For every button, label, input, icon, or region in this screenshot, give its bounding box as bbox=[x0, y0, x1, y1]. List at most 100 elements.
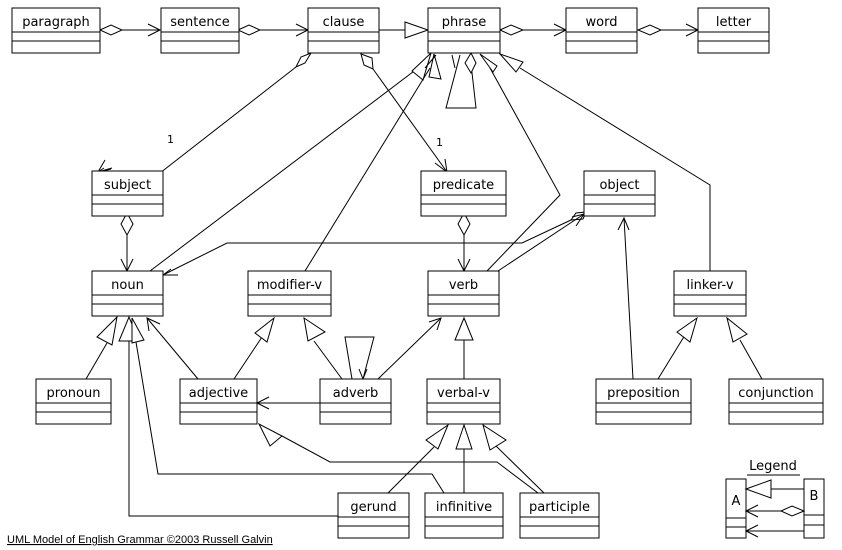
class-box-frame bbox=[319, 378, 392, 425]
generalization-triangle-icon bbox=[482, 423, 507, 451]
class-box-verb: verb bbox=[427, 270, 500, 317]
generalization-triangle-icon bbox=[479, 53, 498, 73]
class-name: modifier-v bbox=[257, 278, 323, 293]
legend-open-arrow-icon bbox=[744, 504, 759, 518]
class-name: adverb bbox=[333, 386, 379, 401]
multiplicity-clause-predicate: 1 bbox=[436, 136, 443, 149]
multiplicity-clause-subject: 1 bbox=[167, 133, 174, 146]
class-name: verb bbox=[449, 278, 478, 293]
class-name: linker-v bbox=[686, 278, 733, 293]
generalization-triangle-icon bbox=[498, 52, 524, 73]
edge-preposition-object bbox=[623, 217, 634, 380]
class-box-pronoun: pronoun bbox=[35, 378, 112, 425]
legend-generalization-triangle-icon bbox=[744, 479, 772, 499]
class-box-conjunction: conjunction bbox=[728, 378, 824, 425]
edge-phrase-self bbox=[445, 54, 477, 109]
class-name: clause bbox=[323, 15, 365, 30]
generalization-triangle-icon bbox=[254, 316, 275, 343]
legend-open-arrow-icon bbox=[744, 524, 759, 538]
class-box-sentence: sentence bbox=[160, 7, 240, 54]
generalization-triangle-icon bbox=[131, 317, 145, 344]
aggregation-diamond-icon bbox=[98, 24, 124, 36]
class-name: conjunction bbox=[738, 386, 813, 401]
generalization-triangle-icon bbox=[726, 316, 748, 343]
class-box-frame bbox=[11, 7, 101, 54]
class-box-frame bbox=[427, 270, 500, 317]
edge-adverb-self bbox=[344, 336, 375, 380]
class-box-frame bbox=[91, 270, 164, 317]
class-box-frame bbox=[307, 7, 380, 54]
class-name: pronoun bbox=[47, 386, 101, 401]
class-name: subject bbox=[104, 178, 151, 193]
aggregation-diamond-icon bbox=[294, 51, 313, 69]
class-box-frame bbox=[337, 492, 410, 539]
edge-linker-phrase bbox=[519, 67, 711, 271]
class-box-word: word bbox=[565, 7, 638, 54]
edge-adjective-modifier bbox=[233, 336, 263, 380]
class-box-modifier-v: modifier-v bbox=[247, 270, 332, 317]
aggregation-diamond-icon bbox=[360, 53, 374, 70]
class-box-frame bbox=[519, 492, 600, 539]
open-arrow-icon bbox=[147, 23, 162, 37]
class-box-predicate: predicate bbox=[420, 170, 507, 217]
generalization-triangle-icon bbox=[428, 53, 442, 80]
class-box-adverb: adverb bbox=[319, 378, 392, 425]
class-box-frame bbox=[160, 7, 240, 54]
class-box-infinitive: infinitive bbox=[424, 492, 504, 539]
generalization-triangle-icon bbox=[454, 316, 474, 341]
legend-label-a: A bbox=[732, 494, 741, 509]
edge-conjunction-linker bbox=[739, 339, 763, 380]
edge-clause-subject bbox=[159, 66, 297, 174]
aggregation-diamond-icon bbox=[236, 24, 262, 36]
edge-verb-phrase bbox=[486, 67, 561, 272]
class-box-frame bbox=[420, 170, 507, 217]
class-name: letter bbox=[716, 15, 752, 30]
edge-participle-adjective bbox=[281, 435, 539, 494]
class-box-subject: subject bbox=[91, 170, 164, 217]
class-box-paragraph: paragraph bbox=[11, 7, 101, 54]
class-box-frame bbox=[424, 492, 504, 539]
open-arrow-icon bbox=[617, 216, 630, 231]
class-box-gerund: gerund bbox=[337, 492, 410, 539]
class-name: adjective bbox=[189, 386, 248, 401]
edge-noun-phrase bbox=[149, 61, 427, 272]
relationship-lines bbox=[85, 21, 763, 517]
class-name: verbal-v bbox=[437, 386, 490, 401]
class-box-frame bbox=[179, 378, 258, 425]
class-box-participle: participle bbox=[519, 492, 600, 539]
edge-clause-predicate bbox=[372, 68, 448, 173]
edge-object-noun bbox=[164, 219, 572, 275]
edge-phrase-aux bbox=[424, 54, 437, 69]
class-box-noun: noun bbox=[91, 270, 164, 317]
diagram-caption: UML Model of English Grammar ©2003 Russe… bbox=[7, 534, 273, 546]
aggregation-diamond-icon bbox=[120, 211, 134, 237]
generalization-triangle-icon bbox=[676, 316, 698, 343]
class-box-frame bbox=[426, 378, 501, 425]
aggregation-diamond-icon bbox=[464, 51, 477, 75]
class-box-clause: clause bbox=[307, 7, 380, 54]
legend-class-a bbox=[725, 478, 747, 539]
edge-adverb-modifier bbox=[313, 340, 343, 380]
class-name: sentence bbox=[170, 15, 230, 30]
aggregation-diamond-icon bbox=[498, 24, 525, 36]
class-box-frame bbox=[565, 7, 638, 54]
legend-aggregation-diamond-icon bbox=[779, 505, 806, 517]
generalization-triangle-icon bbox=[425, 423, 450, 450]
class-box-preposition: preposition bbox=[595, 378, 692, 425]
class-box-frame bbox=[583, 170, 656, 217]
class-box-frame bbox=[728, 378, 824, 425]
class-box-phrase: phrase bbox=[427, 7, 501, 54]
legend-label-b: B bbox=[810, 489, 819, 504]
class-name: preposition bbox=[607, 386, 680, 401]
class-box-adjective: adjective bbox=[179, 378, 258, 425]
legend-title: Legend bbox=[749, 459, 797, 474]
class-box-frame bbox=[35, 378, 112, 425]
edge-adjective-noun bbox=[146, 317, 199, 380]
open-arrow-icon bbox=[434, 158, 448, 174]
generalization-triangle-icon bbox=[96, 315, 118, 346]
edge-gerund-verbal bbox=[387, 446, 435, 494]
edge-preposition-linker bbox=[657, 334, 686, 380]
legend-class-b bbox=[803, 478, 825, 539]
class-box-frame bbox=[697, 7, 770, 54]
